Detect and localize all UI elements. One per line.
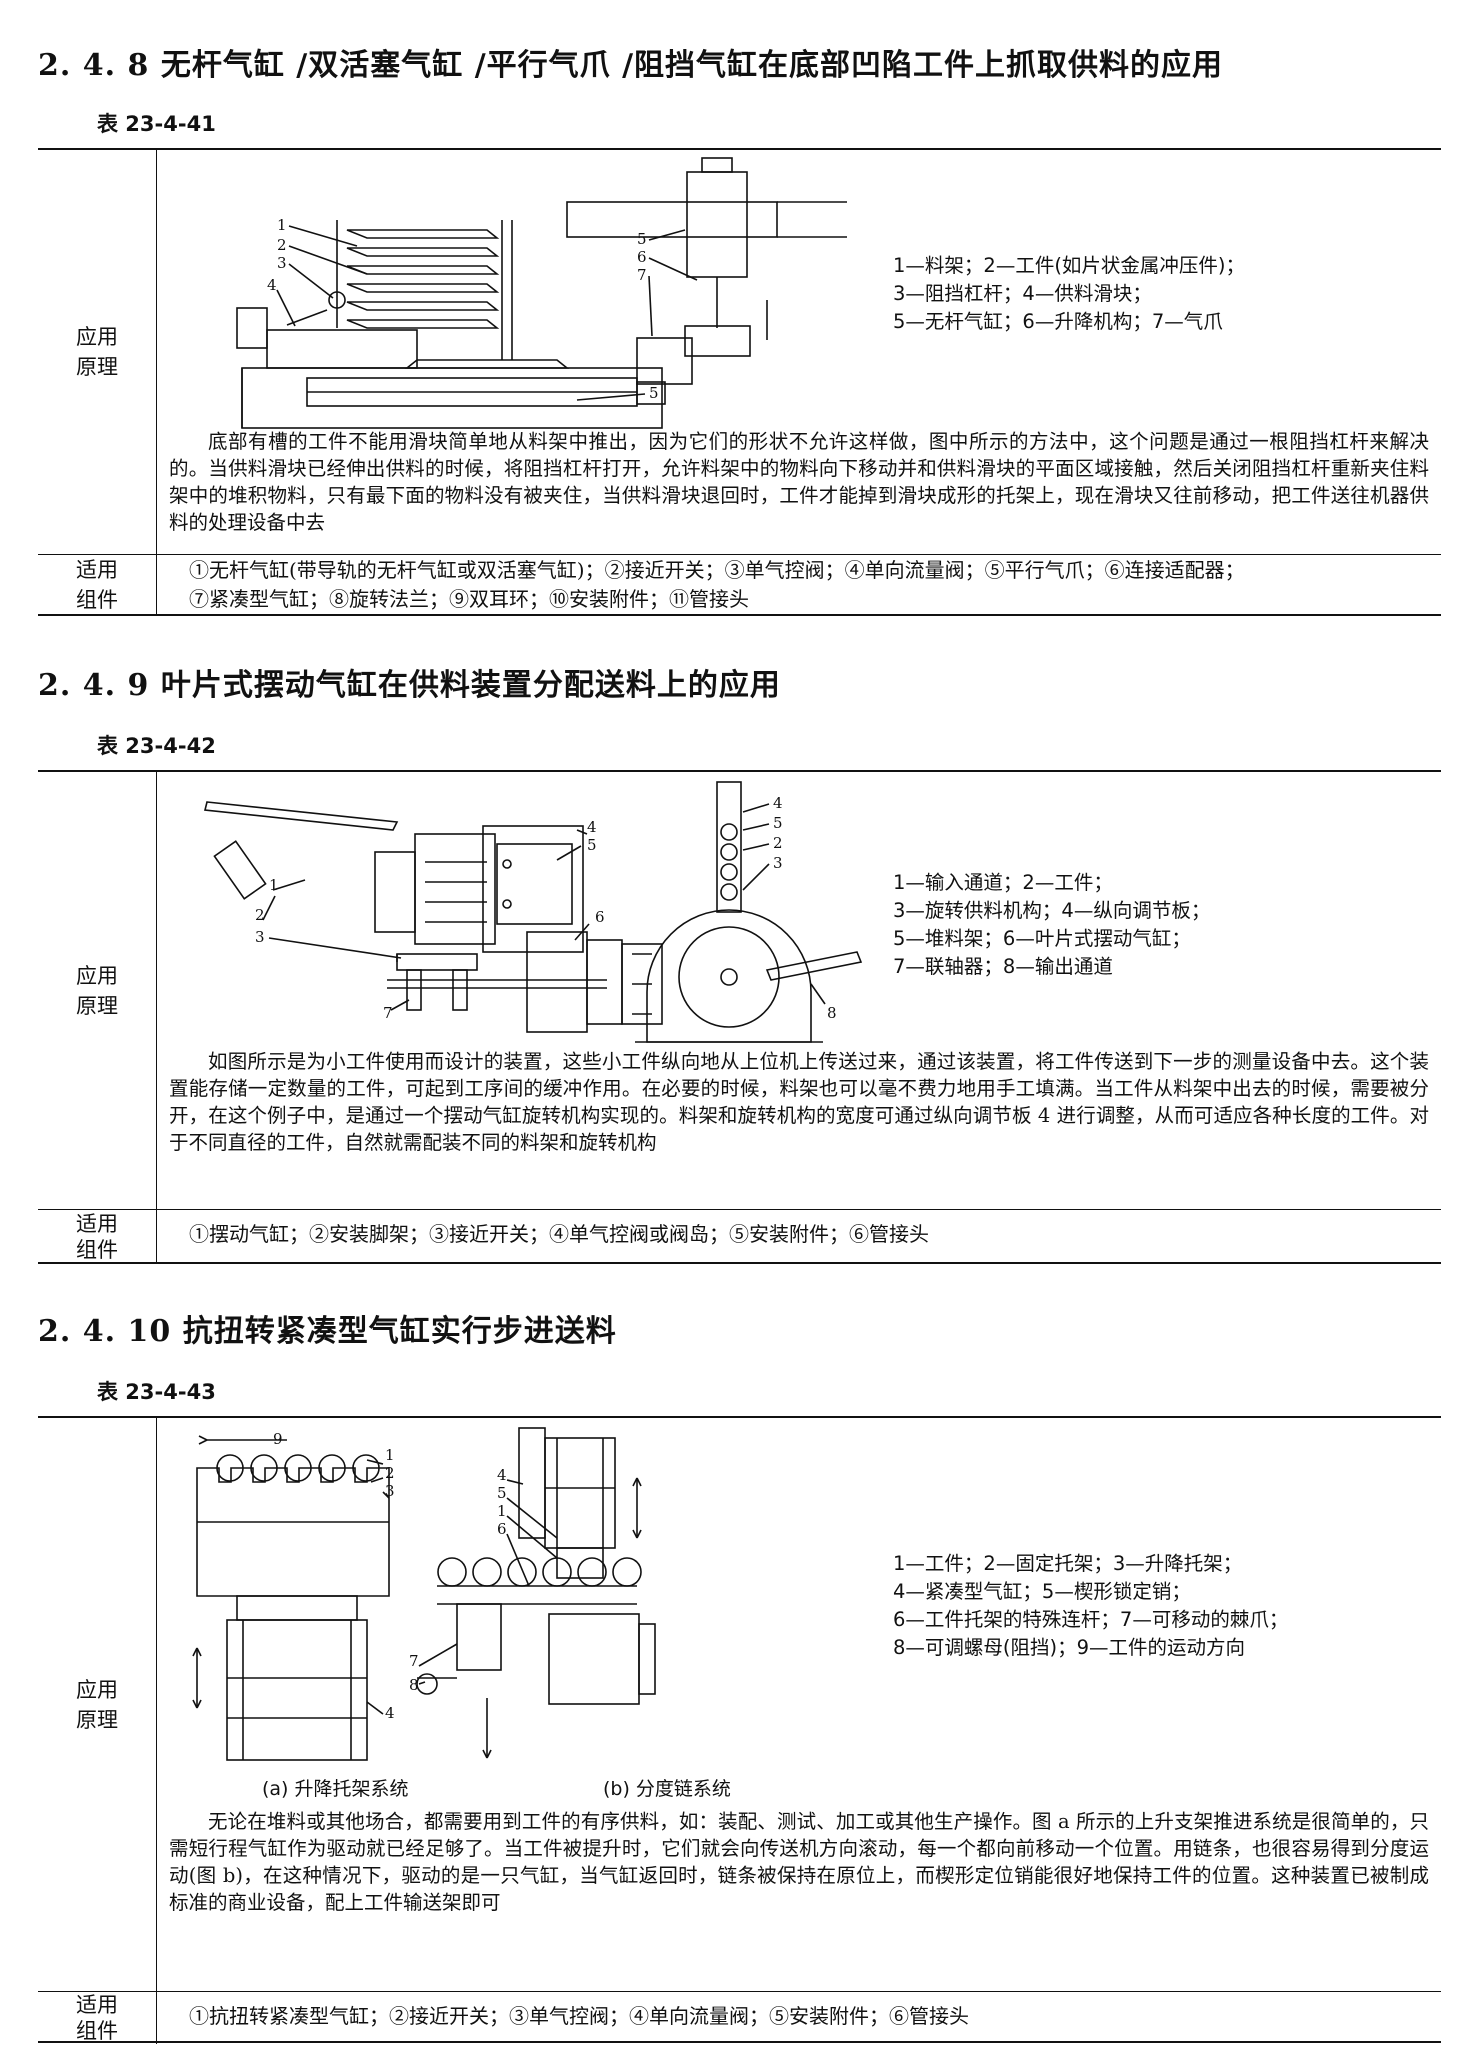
principle-label: 应用 原理 (38, 150, 157, 554)
fig-label: 3 (385, 1482, 395, 1500)
section-title-2410: 2. 4. 10 抗扭转紧凑型气缸实行步进送料 (38, 1314, 617, 1349)
components-row: 适用 组件 ①抗扭转紧凑型气缸；②接近开关；③单气控阀；④单向流量阀；⑤安装附件… (38, 1991, 1441, 2044)
section-title-248: 2. 4. 8 无杆气缸 /双活塞气缸 /平行气爪 /阻挡气缸在底部凹陷工件上抓… (38, 48, 1224, 83)
principle-text: 无论在堆料或其他场合，都需要用到工件的有序供料，如：装配、测试、加工或其他生产操… (169, 1810, 1429, 1914)
fig-label: 9 (273, 1430, 283, 1448)
principle-row: 应用 原理 (38, 150, 1441, 554)
fig-label: 5 (587, 836, 597, 854)
fig-label: 3 (277, 254, 287, 272)
components-content: ①摆动气缸；②安装脚架；③接近开关；④单气控阀或阀岛；⑤安装附件；⑥管接头 (157, 1210, 1441, 1263)
fig-label: 3 (255, 928, 265, 946)
rodless-cylinder-feeder-figure: 1 2 3 4 5 5 6 7 (236, 157, 847, 429)
components-line: ①无杆气缸(带导轨的无杆气缸或双活塞气缸)；②接近开关；③单气控阀；④单向流量阀… (189, 558, 1245, 582)
fig-label: 5 (773, 814, 783, 832)
components-line: ①摆动气缸；②安装脚架；③接近开关；④单气控阀或阀岛；⑤安装附件；⑥管接头 (189, 1222, 929, 1246)
fig-label: 5 (497, 1484, 507, 1502)
fig-label: 1 (277, 216, 287, 234)
fig-label: 8 (409, 1676, 419, 1694)
components-content: ①抗扭转紧凑型气缸；②接近开关；③单气控阀；④单向流量阀；⑤安装附件；⑥管接头 (157, 1992, 1441, 2044)
fig-label: 2 (773, 834, 783, 852)
components-content: ①无杆气缸(带导轨的无杆气缸或双活塞气缸)；②接近开关；③单气控阀；④单向流量阀… (157, 555, 1441, 615)
figure-legend: 1—工件；2—固定托架；3—升降托架； 4—紧凑型气缸；5—楔形锁定销； 6—工… (893, 1552, 1289, 1659)
fig-label: 7 (409, 1652, 419, 1670)
fig-label: 4 (497, 1466, 507, 1484)
fig-label: 6 (595, 908, 605, 926)
rotary-feeder-figure: 1 2 3 4 5 6 7 4 5 2 3 8 (204, 781, 863, 1043)
figure-caption-a: (a) 升降托架系统 (262, 1778, 409, 1800)
components-label: 适用 组件 (38, 1210, 157, 1263)
bottom-rule (38, 2041, 1441, 2043)
components-label: 适用 组件 (38, 555, 157, 615)
components-label: 适用 组件 (38, 1992, 157, 2044)
table-23-4-43: 应用 原理 (38, 1416, 1441, 2044)
principle-row: 应用 原理 (38, 772, 1441, 1209)
principle-text: 如图所示是为小工件使用而设计的装置，这些小工件纵向地从上位机上传送过来，通过该装… (169, 1050, 1429, 1154)
principle-row: 应用 原理 (38, 1418, 1441, 1991)
principle-content: 1 2 3 4 5 5 6 7 1—料架；2—工件(如片状金属冲压件)； 3—阻… (157, 150, 1441, 554)
principle-text: 底部有槽的工件不能用滑块简单地从料架中推出，因为它们的形状不允许这样做，图中所示… (169, 430, 1429, 534)
fig-label: 1 (269, 876, 279, 894)
fig-label: 7 (383, 1004, 393, 1022)
table-number-23-4-41: 表 23-4-41 (97, 112, 216, 136)
fig-label: 3 (773, 854, 783, 872)
fig-label: 4 (385, 1704, 395, 1722)
figure-caption-b: (b) 分度链系统 (603, 1778, 731, 1800)
fig-label: 4 (267, 276, 277, 294)
fig-label: 1 (385, 1446, 395, 1464)
principle-label: 应用 原理 (38, 1418, 157, 1991)
fig-label: 2 (385, 1464, 395, 1482)
components-line: ⑦紧凑型气缸；⑧旋转法兰；⑨双耳环；⑩安装附件；⑪管接头 (189, 587, 749, 611)
figure-legend: 1—输入通道；2—工件； 3—旋转供料机构；4—纵向调节板； 5—堆料架；6—叶… (893, 871, 1211, 978)
components-row: 适用 组件 ①摆动气缸；②安装脚架；③接近开关；④单气控阀或阀岛；⑤安装附件；⑥… (38, 1209, 1441, 1263)
fig-label: 7 (637, 266, 647, 284)
section-title-249: 2. 4. 9 叶片式摆动气缸在供料装置分配送料上的应用 (38, 668, 781, 703)
principle-content: 9 1 2 3 4 4 5 1 6 7 8 (a) 升降托架系统 (b) 分度链… (157, 1418, 1441, 1991)
figure-legend: 1—料架；2—工件(如片状金属冲压件)； 3—阻挡杠杆；4—供料滑块； 5—无杆… (893, 254, 1246, 333)
table-23-4-42: 应用 原理 (38, 770, 1441, 1264)
fig-label: 6 (497, 1520, 507, 1538)
table-number-23-4-43: 表 23-4-43 (97, 1380, 216, 1404)
step-feed-figure: 9 1 2 3 4 4 5 1 6 7 8 (192, 1427, 656, 1761)
fig-label: 5 (649, 384, 659, 402)
principle-content: 1 2 3 4 5 6 7 4 5 2 3 8 1—输入通道；2—工件； 3—旋… (157, 772, 1441, 1209)
table-number-23-4-42: 表 23-4-42 (97, 734, 216, 758)
fig-label: 1 (497, 1502, 507, 1520)
fig-label: 8 (827, 1004, 837, 1022)
fig-label: 4 (587, 818, 597, 836)
components-row: 适用 组件 ①无杆气缸(带导轨的无杆气缸或双活塞气缸)；②接近开关；③单气控阀；… (38, 554, 1441, 615)
fig-label: 4 (773, 794, 783, 812)
table-23-4-41: 应用 原理 (38, 148, 1441, 616)
components-line: ①抗扭转紧凑型气缸；②接近开关；③单气控阀；④单向流量阀；⑤安装附件；⑥管接头 (189, 2004, 969, 2028)
fig-label: 5 (637, 230, 647, 248)
fig-label: 6 (637, 248, 647, 266)
fig-label: 2 (255, 906, 265, 924)
principle-label: 应用 原理 (38, 772, 157, 1209)
fig-label: 2 (277, 236, 287, 254)
